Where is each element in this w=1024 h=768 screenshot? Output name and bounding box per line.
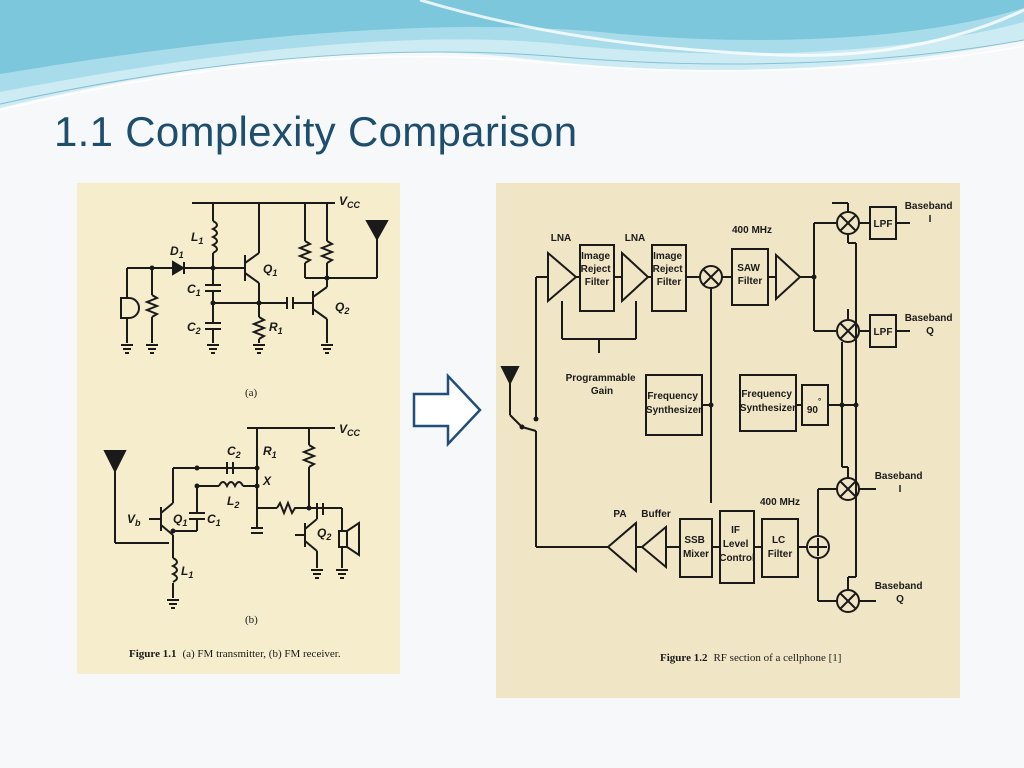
- label-q2: Q2: [335, 300, 349, 316]
- label-q2b: Q2: [317, 526, 331, 542]
- label-baseband-i-bottom: Baseband I: [875, 471, 926, 495]
- block-lpf-i: LPF: [874, 219, 893, 230]
- label-baseband-q-top: Baseband Q: [905, 313, 956, 337]
- label-q1: Q1: [263, 262, 277, 278]
- figure-rf-section: LNA Image Reject Filter LNA Image Reject…: [496, 183, 960, 698]
- block-frequency-synthesizer-1: Frequency Synthesizer: [646, 391, 702, 416]
- label-vcc-a: VCC: [339, 194, 361, 210]
- label-buffer: Buffer: [641, 509, 671, 520]
- rf-block-diagram: LNA Image Reject Filter LNA Image Reject…: [500, 201, 956, 664]
- label-vcc-b: VCC: [339, 422, 361, 438]
- block-lna-1: LNA: [551, 233, 572, 244]
- block-if-level-control: IF Level Control: [719, 525, 755, 564]
- block-90-degree: 90°: [807, 397, 821, 416]
- label-c2b: C2: [227, 444, 241, 460]
- label-r1b: R1: [263, 444, 277, 460]
- label-l1b: L1: [181, 564, 193, 580]
- label-400mhz-bottom: 400 MHz: [760, 497, 800, 508]
- slide-title: 1.1 Complexity Comparison: [54, 108, 578, 155]
- label-x-node: X: [262, 474, 272, 488]
- label-pa: PA: [613, 509, 626, 520]
- block-saw-filter: SAW Filter: [737, 263, 763, 287]
- label-baseband-q-bottom: Baseband Q: [875, 581, 926, 605]
- label-d1: D1: [170, 244, 184, 260]
- label-vb: Vb: [127, 512, 141, 528]
- label-c1: C1: [187, 282, 201, 298]
- label-r1: R1: [269, 320, 283, 336]
- label-l1: L1: [191, 230, 203, 246]
- label-c2: C2: [187, 320, 201, 336]
- label-part-a: (a): [245, 387, 258, 399]
- block-ssb-mixer: SSB Mixer: [683, 535, 709, 560]
- label-programmable-gain: Programmable Gain: [566, 373, 639, 397]
- label-q1b: Q1: [173, 512, 187, 528]
- block-image-reject-1: Image Reject Filter: [581, 251, 614, 288]
- block-lna-2: LNA: [625, 233, 646, 244]
- label-400mhz-top: 400 MHz: [732, 225, 772, 236]
- figure-1-1-caption: Figure 1.1(a) FM transmitter, (b) FM rec…: [129, 648, 341, 660]
- figure-fm-schematics: VCC L1 D1 Q1 C1 C2 R1 Q2 VCC C2 R1 X Vb …: [77, 183, 400, 674]
- block-frequency-synthesizer-2: Frequency Synthesizer: [740, 389, 796, 414]
- label-c1b: C1: [207, 512, 221, 528]
- label-baseband-i-top: Baseband I: [905, 201, 956, 225]
- block-lc-filter: LC Filter: [768, 535, 793, 560]
- header-wave: [0, 0, 1024, 111]
- block-image-reject-2: Image Reject Filter: [653, 251, 686, 288]
- block-lpf-q: LPF: [874, 327, 893, 338]
- fm-schematic-drawing: VCC L1 D1 Q1 C1 C2 R1 Q2 VCC C2 R1 X Vb …: [103, 194, 389, 660]
- label-l2b: L2: [227, 494, 239, 510]
- label-part-b: (b): [245, 614, 258, 626]
- right-arrow-icon: [412, 372, 482, 448]
